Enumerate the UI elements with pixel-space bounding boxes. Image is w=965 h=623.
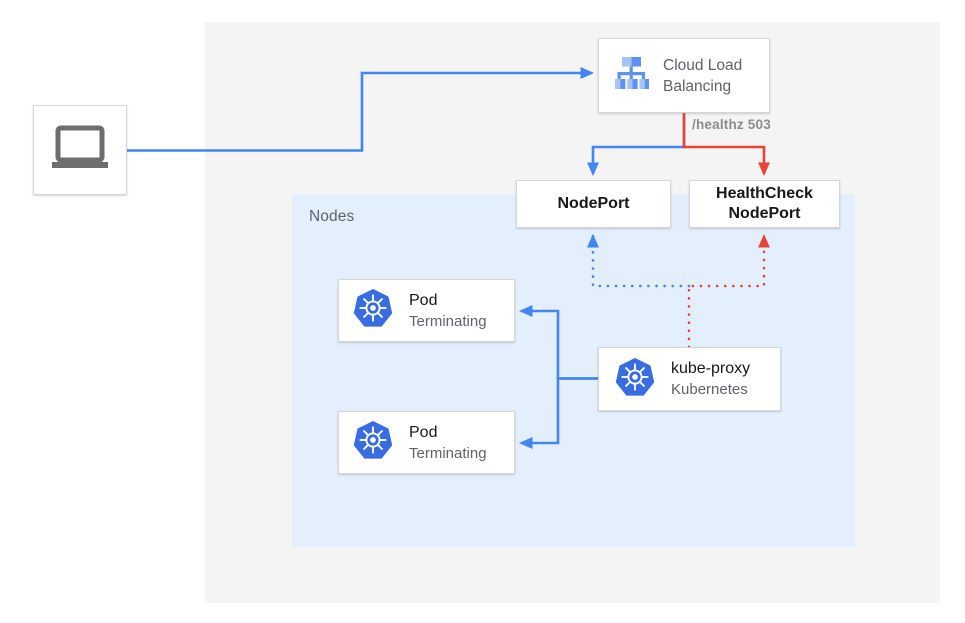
kubernetes-icon (613, 355, 657, 404)
nodeport-label: NodePort (557, 195, 630, 212)
pod-status-2: Terminating (409, 444, 487, 462)
pod-card-2: Pod Terminating (338, 411, 515, 474)
laptop-icon (50, 124, 110, 177)
healthcheck-line-1: HealthCheck (716, 185, 813, 202)
nodes-panel-label: Nodes (309, 208, 355, 225)
cloud-load-balancing-label: Cloud Load Balancing (663, 55, 742, 97)
healthz-edge-label: /healthz 503 (692, 117, 771, 132)
clb-line-1: Cloud Load (663, 56, 743, 74)
healthcheck-line-2: NodePort (728, 205, 801, 222)
clb-line-2: Balancing (663, 77, 732, 95)
pod-title-1: Pod (409, 291, 438, 309)
healthcheck-nodeport-label: HealthCheck NodePort (716, 184, 813, 224)
pod-card-1: Pod Terminating (338, 279, 515, 342)
cloud-load-balancing-icon (609, 51, 653, 100)
kube-proxy-text: kube-proxy Kubernetes (671, 358, 750, 400)
kube-proxy-card: kube-proxy Kubernetes (598, 347, 781, 411)
healthcheck-nodeport-card: HealthCheck NodePort (689, 180, 840, 228)
client-card (33, 105, 127, 195)
kubernetes-icon (351, 286, 395, 335)
pod-status-1: Terminating (409, 312, 487, 330)
kube-proxy-title: kube-proxy (671, 360, 751, 377)
nodeport-card: NodePort (516, 180, 671, 228)
pod-text-2: Pod Terminating (409, 422, 487, 464)
cloud-load-balancing-card: Cloud Load Balancing (598, 38, 770, 113)
pod-title-2: Pod (409, 423, 438, 441)
kubernetes-icon (351, 418, 395, 467)
kube-proxy-subtitle: Kubernetes (671, 381, 748, 398)
pod-text-1: Pod Terminating (409, 290, 487, 332)
